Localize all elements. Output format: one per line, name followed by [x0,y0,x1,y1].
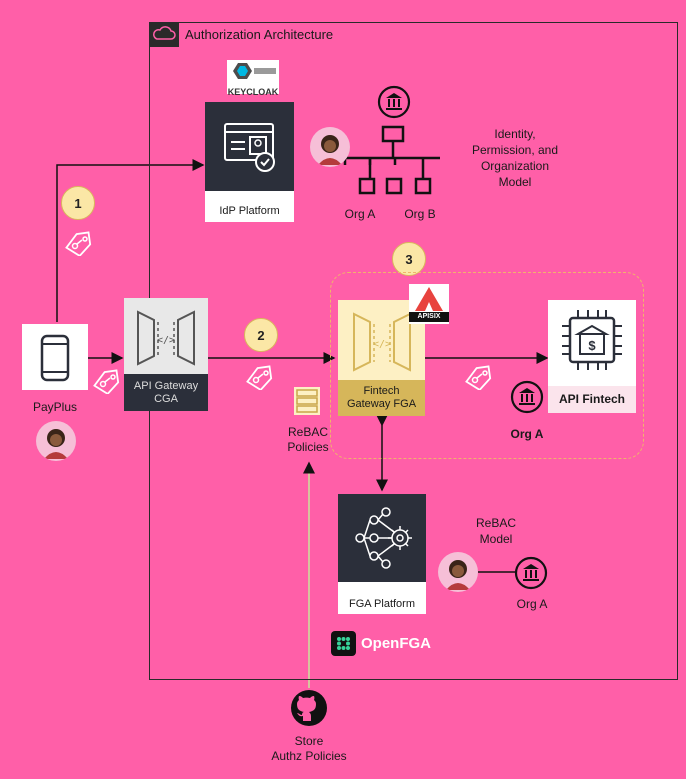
api-fintech-node: $ API Fintech [548,300,636,413]
fga-org-label: Org A [516,597,548,611]
org-b-label-top: Org B [404,207,436,221]
fga-platform-label: FGA Platform [348,598,416,610]
fintech-gateway-label-line-1: Fintech [363,385,400,397]
container-title: Authorization Architecture [185,27,334,42]
token-tag-icon [243,362,275,395]
rebac-policies-label-line-1: ReBAC [287,425,328,439]
keycloak-logo-text: KEYCLOAK [227,87,279,97]
api-gateway-cga-node: </> API Gateway CGA [124,298,208,411]
api-gateway-icon: </> [137,310,195,366]
api-gateway-label-line-2: CGA [154,393,178,405]
neural-network-icon [338,494,426,582]
api-gateway-label-line-1: API Gateway [133,380,199,392]
step-3-badge: 3 [392,242,426,276]
store-label: Store Authz Policies [255,734,363,764]
svg-text:</>: </> [157,335,175,346]
model-description-line-3: Organization [480,159,550,173]
store-label-line-1: Store [294,734,324,748]
rebac-policies-label: ReBAC Policies [278,425,338,455]
user-avatar-payplus [36,421,76,461]
svg-text:$: $ [588,338,596,353]
github-icon [289,688,329,728]
rebac-policies-label-line-2: Policies [287,440,329,454]
arrow-payplus-to-idp [56,159,205,322]
id-card-icon [205,102,294,191]
token-tag-icon [90,366,122,399]
fga-platform-node: FGA Platform [338,494,426,614]
token-tag-icon [462,362,494,395]
model-description: Identity, Permission, and Organization M… [460,126,570,190]
apisix-logo: APISIX [409,284,449,324]
model-description-line-4: Model [498,175,532,189]
org-tree-icon [343,125,440,195]
idp-platform-node: IdP Platform [205,102,294,222]
user-avatar-fga [438,552,478,592]
fintech-gateway-icon: </> [353,312,411,372]
mobile-phone-icon [22,324,88,390]
fintech-gateway-label: Fintech Gateway FGA [338,380,425,411]
svg-text:</>: </> [373,339,391,350]
rebac-model-label-line-2: Model [479,532,513,546]
api-fintech-label: API Fintech [558,392,625,406]
openfga-logo-text: OpenFGA [361,635,431,652]
openfga-logo-icon [331,631,356,656]
api-gateway-label: API Gateway CGA [124,374,208,406]
bank-icon [514,556,548,590]
rebac-model-label-line-1: ReBAC [475,516,516,530]
payplus-label: PayPlus [32,400,78,414]
apisix-logo-text: APISIX [409,312,449,322]
model-description-line-1: Identity, [494,127,536,141]
bank-icon [510,380,544,414]
api-chip-icon: $ [562,310,622,370]
bank-icon-top [377,85,411,119]
cloud-icon [149,22,179,47]
policy-files-icon [290,385,324,417]
model-description-line-2: Permission, and [471,143,559,157]
keycloak-logo: KEYCLOAK [227,60,279,97]
store-label-line-2: Authz Policies [271,749,347,763]
fintech-gateway-label-line-2: Gateway FGA [346,398,417,410]
user-avatar-idp [310,127,350,167]
fintech-zone-boundary [330,272,644,459]
step-2-badge: 2 [244,318,278,352]
token-tag-icon [62,228,94,261]
step-1-badge: 1 [61,186,95,220]
rebac-model-label: ReBAC Model [468,515,524,547]
org-a-label-top: Org A [344,207,376,221]
api-fintech-org-label: Org A [510,427,544,441]
idp-platform-label: IdP Platform [219,205,280,217]
